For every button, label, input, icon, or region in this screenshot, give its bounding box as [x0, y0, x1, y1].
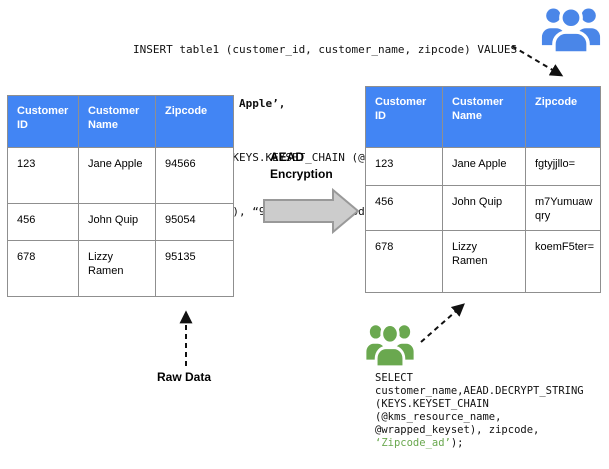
encrypted-table-grid: Customer ID Customer Name Zipcode 123 Ja… — [365, 86, 601, 293]
users-group-icon-green — [366, 322, 414, 367]
table-row: 678 Lizzy Ramen 95135 — [7, 240, 234, 297]
cell-zipcode-encrypted: koemF5ter= — [525, 230, 601, 293]
cell-zipcode-encrypted: fgtyjjllo= — [525, 147, 601, 186]
plaintext-table-grid: Customer ID Customer Name Zipcode 123 Ja… — [7, 95, 234, 297]
cell-customer-name: John Quip — [78, 203, 156, 241]
col-header-zipcode: Zipcode — [155, 95, 234, 148]
col-header-zipcode: Zipcode — [525, 86, 601, 148]
col-header-customer-id: Customer ID — [365, 86, 443, 148]
users-group-icon-blue — [541, 6, 601, 53]
plaintext-table: Customer ID Customer Name Zipcode 123 Ja… — [7, 95, 234, 297]
cell-customer-name: Lizzy Ramen — [442, 230, 526, 293]
cell-zipcode: 94566 — [155, 147, 234, 204]
table-header-row: Customer ID Customer Name Zipcode — [365, 86, 601, 148]
col-header-customer-name: Customer Name — [78, 95, 156, 148]
table-row: 123 Jane Apple fgtyjjllo= — [365, 147, 601, 186]
table-row: 456 John Quip 95054 — [7, 203, 234, 241]
cell-customer-name: John Quip — [442, 185, 526, 231]
col-header-customer-name: Customer Name — [442, 86, 526, 148]
cell-zipcode: 95054 — [155, 203, 234, 241]
col-header-customer-id: Customer ID — [7, 95, 79, 148]
insert-code-line-1: INSERT table1 (customer_id, customer_nam… — [133, 43, 518, 56]
select-sql-code: SELECT customer_name,AEAD.DECRYPT_STRING… — [375, 372, 584, 450]
cell-customer-name: Lizzy Ramen — [78, 240, 156, 297]
table-row: 123 Jane Apple 94566 — [7, 147, 234, 204]
table-row: 456 John Quip m7Yumuaw qry — [365, 185, 601, 231]
cell-customer-name: Jane Apple — [442, 147, 526, 186]
aead-encryption-label: AEAD Encryption — [270, 150, 333, 181]
table-row: 678 Lizzy Ramen koemF5ter= — [365, 230, 601, 293]
dashed-arrow-select-to-table — [420, 303, 465, 343]
cell-zipcode: 95135 — [155, 240, 234, 297]
cell-zipcode-encrypted: m7Yumuaw qry — [525, 185, 601, 231]
raw-data-label: Raw Data — [156, 370, 212, 384]
select-code-green-literal: ‘Zipcode_ad’ — [375, 437, 451, 449]
cell-customer-id: 456 — [365, 185, 443, 231]
cell-customer-id: 456 — [7, 203, 79, 241]
table-header-row: Customer ID Customer Name Zipcode — [7, 95, 234, 148]
cell-customer-name: Jane Apple — [78, 147, 156, 204]
encrypted-table: Customer ID Customer Name Zipcode 123 Ja… — [365, 86, 601, 293]
cell-customer-id: 678 — [365, 230, 443, 293]
cell-customer-id: 678 — [7, 240, 79, 297]
cell-customer-id: 123 — [365, 147, 443, 186]
select-code-black-text: SELECT customer_name,AEAD.DECRYPT_STRING… — [375, 372, 584, 436]
select-code-tail: ); — [450, 437, 464, 449]
cell-customer-id: 123 — [7, 147, 79, 204]
